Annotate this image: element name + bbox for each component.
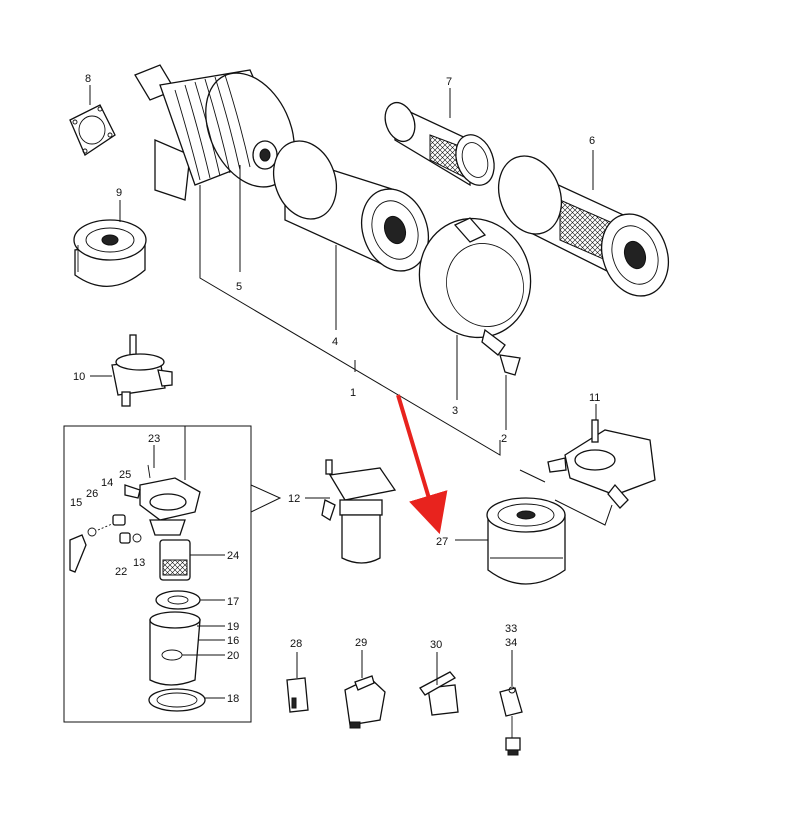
label-26: 26	[86, 488, 98, 500]
water-separator-part-12	[321, 459, 397, 564]
relay-part-29	[344, 675, 386, 729]
oil-filter-part-9	[73, 219, 147, 287]
label-9: 9	[116, 187, 122, 199]
label-19: 19	[227, 621, 239, 633]
connector-part-28	[286, 677, 309, 713]
label-27: 27	[436, 536, 448, 548]
fuel-filter-part-27	[486, 497, 566, 585]
label-2: 2	[501, 433, 507, 445]
label-20: 20	[227, 650, 239, 662]
label-30: 30	[430, 639, 442, 651]
cover-part-3	[418, 217, 532, 356]
air-cleaner-housing-part-1	[134, 64, 295, 201]
label-17: 17	[227, 596, 239, 608]
safety-element-part-7	[384, 101, 495, 187]
label-28: 28	[290, 638, 302, 650]
label-14: 14	[101, 477, 113, 489]
label-13: 13	[133, 557, 145, 569]
fuel-pump-part-10	[111, 334, 173, 407]
exploded-fuel-filter-parts	[69, 464, 206, 712]
exploded-view-frame	[63, 425, 252, 723]
label-33: 33	[505, 623, 517, 635]
label-22: 22	[115, 566, 127, 578]
label-15: 15	[70, 497, 82, 509]
relay-part-30	[419, 671, 459, 716]
pointer-arrow	[396, 394, 448, 535]
label-18: 18	[227, 693, 239, 705]
filter-element-part-4	[273, 140, 429, 272]
label-12: 12	[288, 493, 300, 505]
label-8: 8	[85, 73, 91, 85]
label-25: 25	[119, 469, 131, 481]
gasket-part-8	[69, 104, 116, 156]
label-24: 24	[227, 550, 239, 562]
filter-head-part-11	[547, 419, 656, 509]
label-34: 34	[505, 637, 517, 649]
label-3: 3	[452, 405, 458, 417]
label-1: 1	[350, 387, 356, 399]
label-11: 11	[589, 392, 600, 404]
label-4: 4	[332, 336, 338, 348]
label-7: 7	[446, 76, 452, 88]
label-10: 10	[73, 371, 85, 383]
label-23: 23	[148, 433, 160, 445]
sensor-part-33-34	[499, 686, 523, 756]
label-16: 16	[227, 635, 239, 647]
outer-element-part-6	[498, 155, 669, 297]
label-6: 6	[589, 135, 595, 147]
label-5: 5	[236, 281, 242, 293]
label-29: 29	[355, 637, 367, 649]
valve-part-2	[499, 354, 521, 376]
